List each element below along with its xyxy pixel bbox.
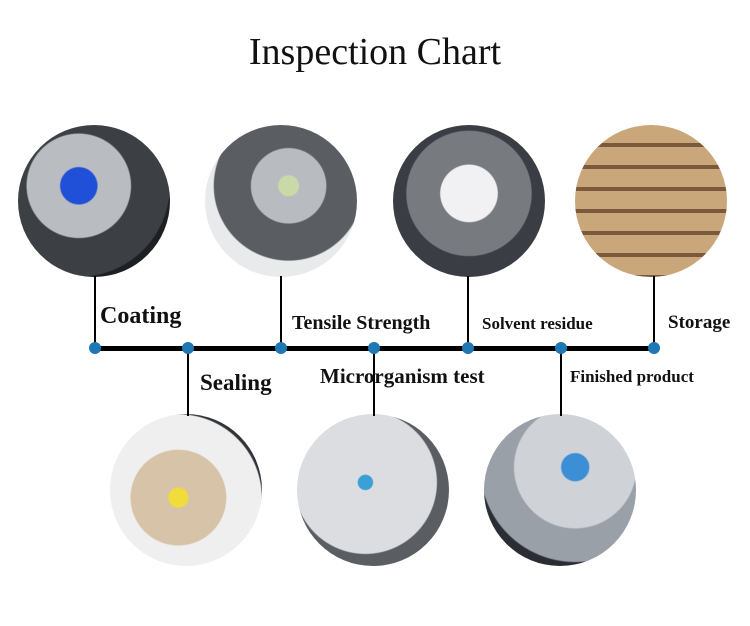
sealing-photo bbox=[110, 414, 262, 566]
microorganism-test-photo bbox=[297, 414, 449, 566]
connector bbox=[560, 348, 562, 416]
connector bbox=[653, 276, 655, 348]
finished-product-photo bbox=[484, 414, 636, 566]
solvent-residue-photo bbox=[393, 125, 545, 277]
timeline-dot bbox=[368, 342, 380, 354]
label-storage: Storage bbox=[668, 312, 731, 333]
label-microorganism-test: Microrganism test bbox=[320, 364, 485, 388]
label-coating: Coating bbox=[100, 303, 182, 329]
connector bbox=[94, 276, 96, 348]
timeline-dot bbox=[275, 342, 287, 354]
timeline-dot bbox=[648, 342, 660, 354]
tensile-strength-photo bbox=[205, 125, 357, 277]
connector bbox=[187, 348, 189, 416]
timeline-dot bbox=[182, 342, 194, 354]
timeline-dot bbox=[89, 342, 101, 354]
connector bbox=[373, 348, 375, 416]
timeline-dot bbox=[555, 342, 567, 354]
connector bbox=[280, 276, 282, 348]
storage-photo bbox=[575, 125, 727, 277]
connector bbox=[467, 276, 469, 348]
label-finished-product: Finished product bbox=[570, 367, 694, 386]
label-solvent-residue: Solvent residue bbox=[482, 314, 593, 333]
label-tensile-strength: Tensile Strength bbox=[292, 312, 431, 334]
page-title: Inspection Chart bbox=[248, 31, 502, 73]
coating-photo bbox=[18, 125, 170, 277]
label-sealing: Sealing bbox=[200, 370, 272, 395]
timeline-dot bbox=[462, 342, 474, 354]
